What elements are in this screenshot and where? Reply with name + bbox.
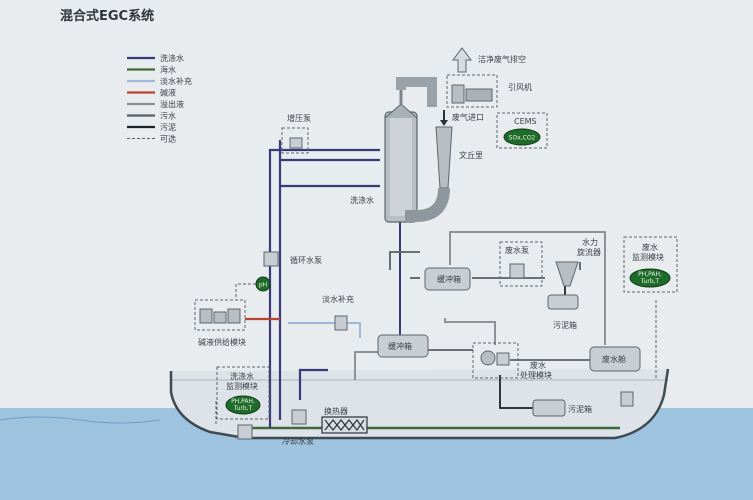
label-wash-monitor: 洗涤水监测模块 — [226, 371, 258, 391]
label-heat-exchanger: 换热器 — [324, 406, 348, 416]
label-wash-water: 洗涤水 — [350, 195, 374, 205]
buffer-tank-lower — [377, 334, 429, 358]
alkali-supply-module — [194, 299, 246, 331]
label-ph-badge: pH — [259, 282, 267, 289]
label-clean-exhaust: 洁净废气排空 — [478, 54, 526, 64]
scrubber-tower — [384, 90, 418, 223]
label-sludge-tank-upper: 污泥箱 — [553, 320, 577, 330]
label-wastewater-treatment: 废水处理模块 — [520, 360, 552, 380]
sludge-tank-upper — [547, 294, 579, 310]
legend-label: 可选 — [160, 134, 176, 144]
optional-connections — [215, 283, 657, 425]
legend-label: 洗涤水 — [160, 53, 184, 63]
label-cems-badge: SOx,CO2 — [509, 135, 536, 142]
label-fan: 引风机 — [508, 82, 532, 92]
discharge-valve — [620, 391, 634, 407]
label-waste-monitor-badge: PH,PAH,Turb,T — [638, 271, 662, 285]
label-fresh-water: 淡水补充 — [322, 294, 354, 304]
waste-water-tank — [589, 346, 641, 372]
cooling-pump — [291, 409, 307, 425]
label-wash-monitor-badge: PH,PAH,Turb,T — [231, 398, 255, 412]
legend-label: 溢出液 — [160, 99, 184, 109]
fresh-water-valve — [334, 315, 348, 331]
clean-exhaust-arrow-icon — [452, 47, 472, 73]
cems-badge — [496, 112, 548, 149]
label-hydrocyclone: 水力旋流器 — [577, 237, 601, 257]
label-waste-monitor: 废水监测模块 — [632, 242, 664, 262]
heat-exchanger — [321, 416, 368, 434]
legend-label: 污水 — [160, 111, 176, 121]
fan-unit — [446, 74, 498, 108]
label-buffer-tank-lower: 缓冲箱 — [388, 341, 412, 351]
waste-pump — [499, 241, 543, 287]
label-waste-tank: 废水舱 — [602, 354, 626, 364]
wash-monitor-module — [216, 366, 270, 420]
label-exhaust-inlet: 废气进口 — [452, 112, 484, 122]
fresh-water-pipe — [288, 322, 361, 338]
buffer-tank-upper — [424, 267, 471, 291]
legend-label: 海水 — [160, 65, 176, 75]
label-cooling-pump: 冷却水泵 — [282, 436, 314, 446]
label-booster-pump: 增压泵 — [287, 113, 311, 123]
label-sludge-tank-lower: 污泥箱 — [568, 404, 592, 414]
label-buffer-tank-upper: 缓冲箱 — [437, 274, 461, 284]
label-waste-pump: 废水泵 — [505, 245, 529, 255]
label-alkali-module: 碱液供给模块 — [198, 337, 246, 347]
circulation-pump — [263, 251, 279, 267]
venturi-unit — [405, 110, 453, 222]
label-cems: CEMS — [514, 117, 537, 126]
sea-chest-valve — [237, 424, 253, 440]
exhaust-duct — [396, 77, 437, 107]
wave-mark — [0, 416, 161, 424]
hydrocyclone — [555, 261, 579, 287]
booster-pump — [281, 127, 309, 154]
legend-label: 淡水补充 — [160, 76, 192, 86]
legend-label: 污泥 — [160, 122, 176, 132]
sludge-tank-lower — [532, 399, 566, 417]
wastewater-treatment-module — [472, 342, 519, 379]
ph-badge — [255, 276, 271, 292]
wash-water-pipes — [268, 140, 380, 428]
waste-monitor-module — [623, 236, 678, 293]
legend-label: 碱液 — [160, 88, 176, 98]
diagram-title: 混合式EGC系统 — [60, 8, 154, 24]
label-circ-pump: 循环水泵 — [290, 255, 322, 265]
label-venturi: 文丘里 — [459, 150, 483, 160]
waste-water-pipes — [389, 251, 590, 361]
